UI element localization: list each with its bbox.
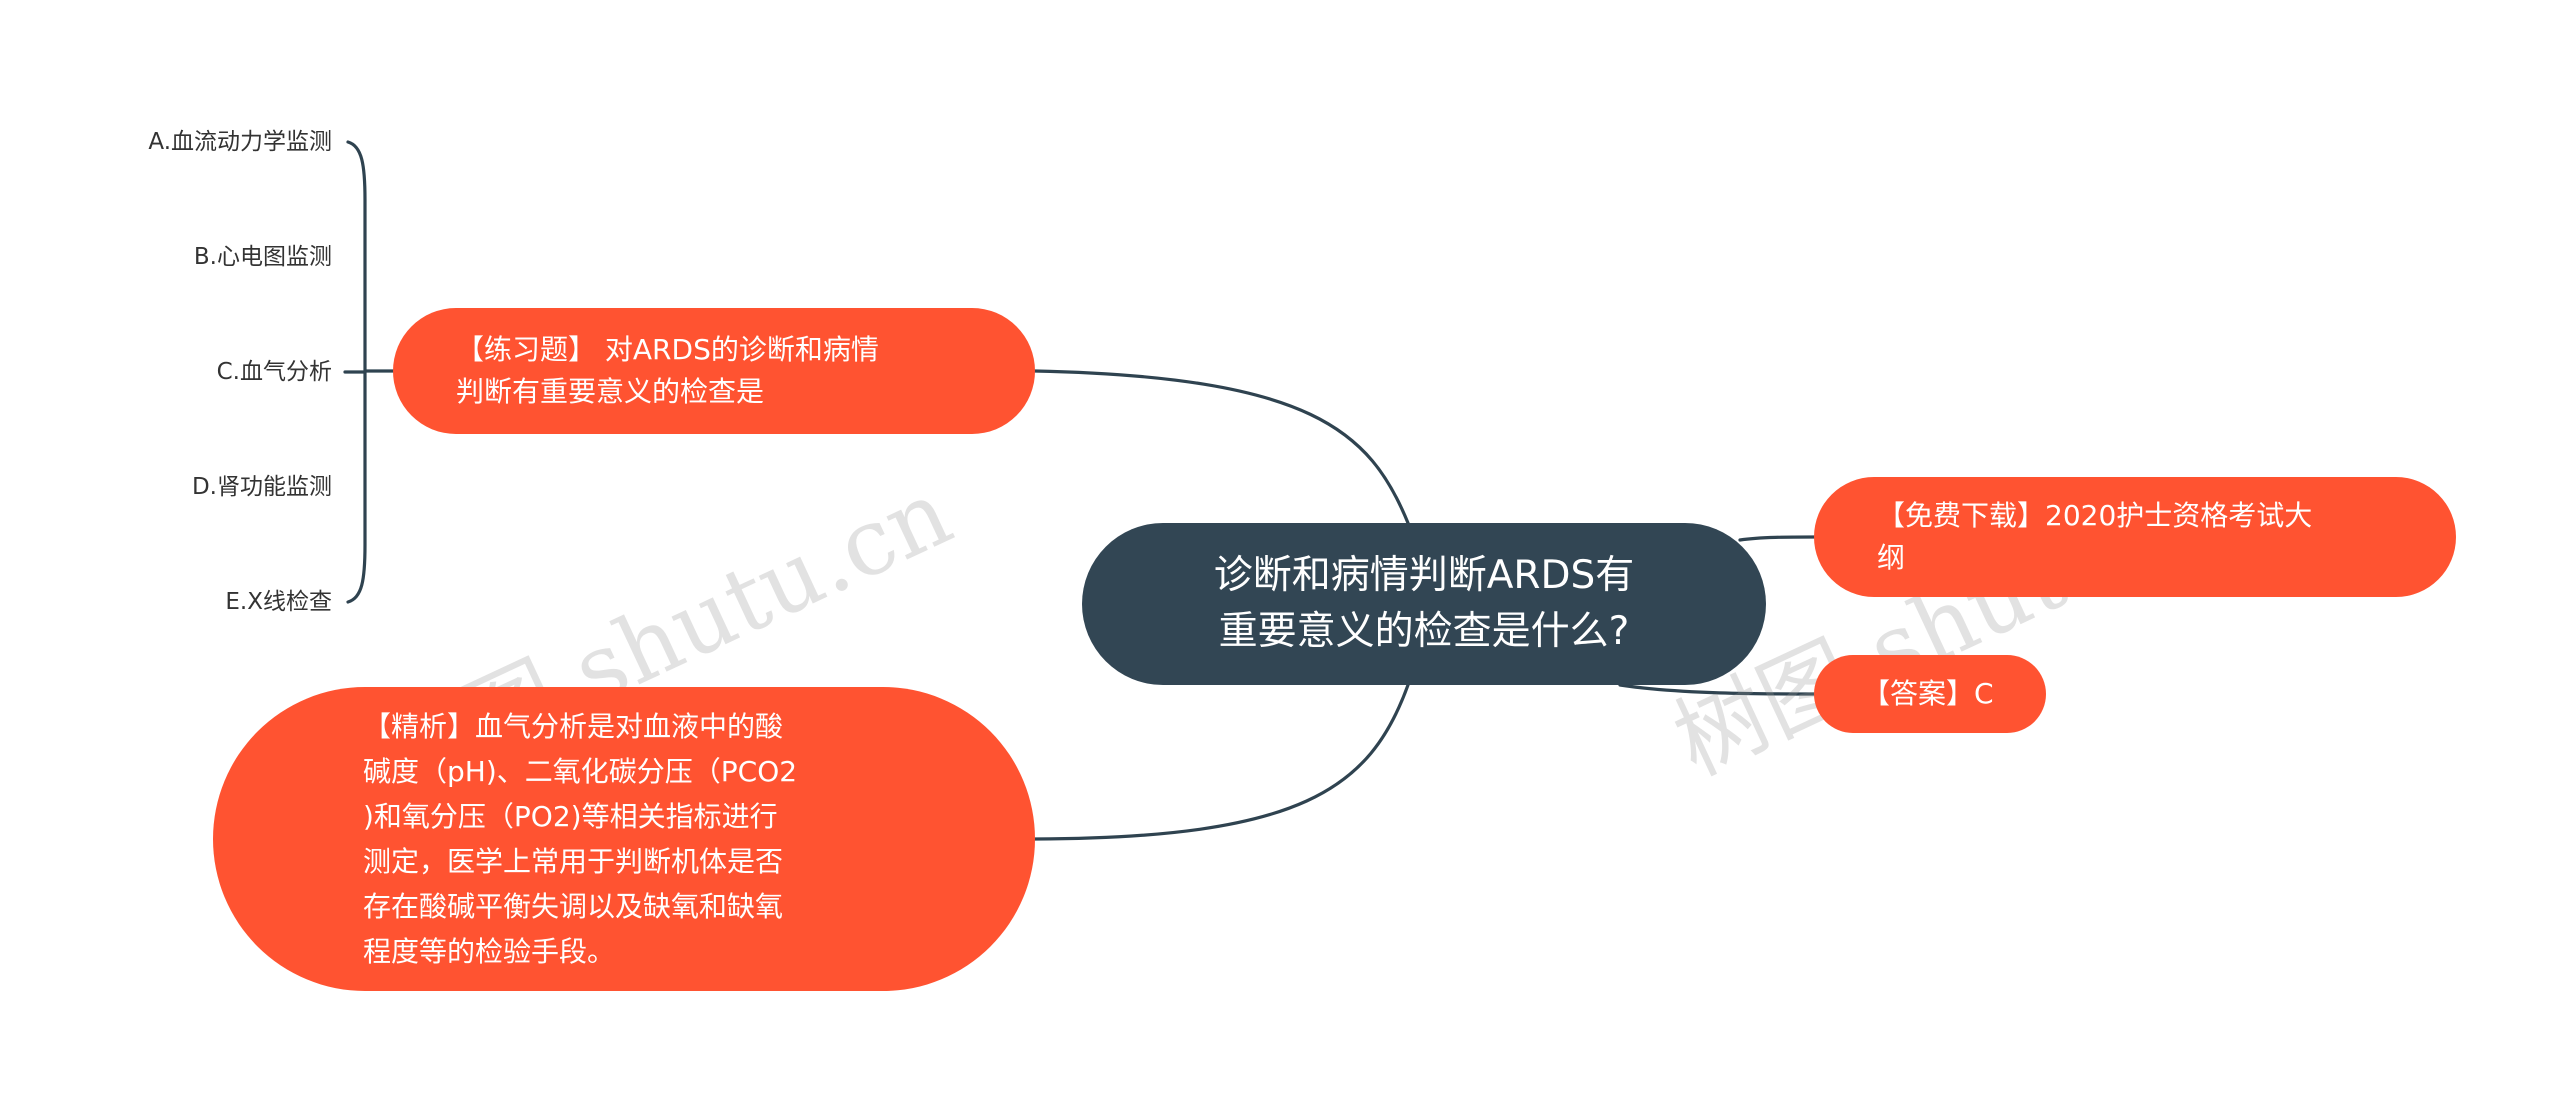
- option-b[interactable]: B.心电图监测: [193, 244, 332, 270]
- root-node[interactable]: 诊断和病情判断ARDS有 重要意义的检查是什么?: [1082, 523, 1766, 685]
- analysis-node-text: 【精析】血气分析是对血液中的酸 碱度（pH)、二氧化碳分压（PCO2 )和氧分压…: [363, 710, 798, 968]
- connector-group: [343, 140, 1816, 841]
- option-e[interactable]: E.X线检查: [225, 589, 332, 615]
- connector-root-download: [1738, 535, 1816, 542]
- root-node-text: 诊断和病情判断ARDS有 重要意义的检查是什么?: [1213, 553, 1635, 654]
- connector-root-analysis: [1033, 683, 1410, 841]
- question-node-text: 【练习题】 对ARDS的诊断和病情 判断有重要意义的检查是: [456, 333, 879, 408]
- question-node[interactable]: 【练习题】 对ARDS的诊断和病情 判断有重要意义的检查是: [393, 308, 1035, 434]
- connector-root-question: [1033, 369, 1410, 525]
- download-node[interactable]: 【免费下载】2020护士资格考试大 纲: [1814, 477, 2456, 597]
- option-c[interactable]: C.血气分析: [216, 359, 332, 385]
- answer-node[interactable]: 【答案】C: [1814, 655, 2046, 733]
- download-node-text: 【免费下载】2020护士资格考试大 纲: [1877, 499, 2313, 574]
- option-d[interactable]: D.肾功能监测: [191, 474, 332, 500]
- connector-root-answer: [1618, 683, 1816, 696]
- option-a[interactable]: A.血流动力学监测: [148, 129, 332, 155]
- analysis-node[interactable]: 【精析】血气分析是对血液中的酸 碱度（pH)、二氧化碳分压（PCO2 )和氧分压…: [213, 687, 1035, 991]
- answer-node-text: 【答案】C: [1862, 677, 1994, 710]
